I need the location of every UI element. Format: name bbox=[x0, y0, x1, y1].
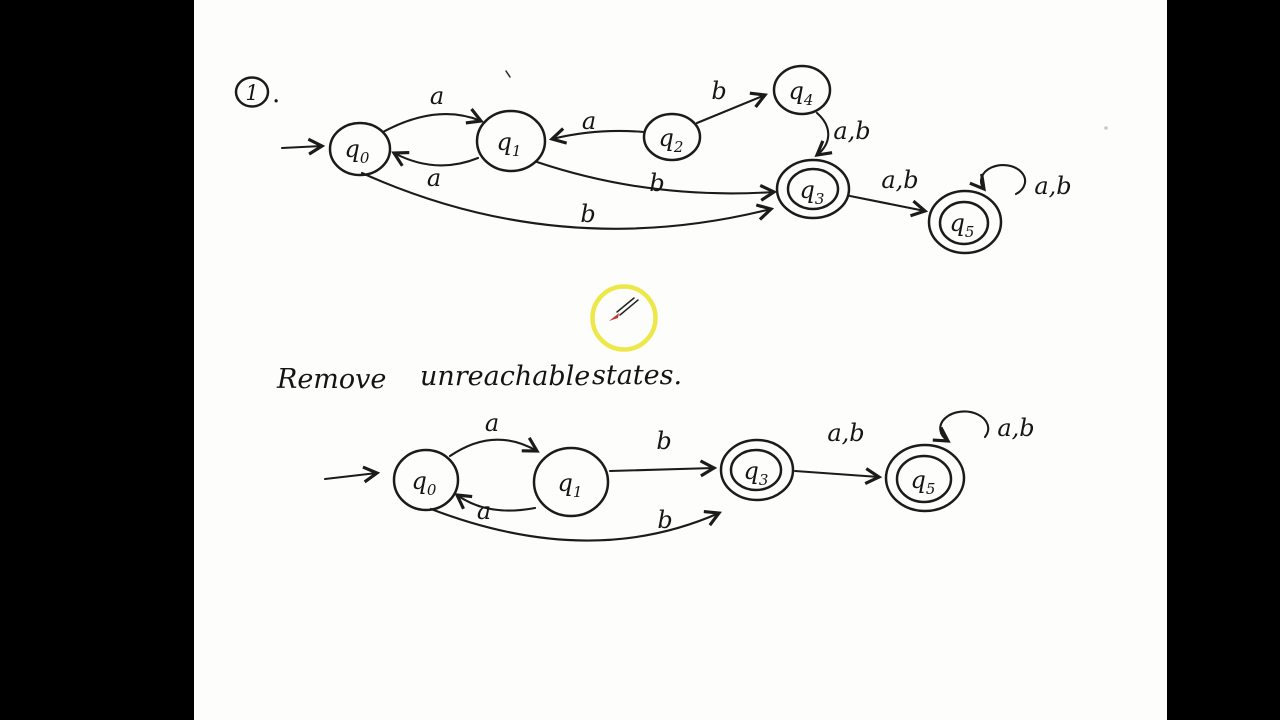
pen-tip bbox=[609, 313, 619, 321]
top-state-q4-circle bbox=[772, 64, 832, 116]
top-state-q5-outer-circle bbox=[927, 189, 1003, 255]
top-automaton-diagram: a a a b a,b b b a,b a,b q0 q1 q2 q4 q3 bbox=[280, 64, 1072, 255]
top-state-q4: q4 bbox=[772, 64, 832, 116]
stray-mark bbox=[505, 70, 511, 78]
top-state-q5-inner-circle bbox=[938, 200, 990, 246]
bottom-state-q3-outer-circle bbox=[719, 438, 795, 502]
top-state-q0-label: q0 bbox=[345, 135, 370, 167]
top-edge-label-q2-q1: a bbox=[582, 107, 596, 135]
top-state-q3-label: q3 bbox=[800, 176, 825, 208]
bottom-state-q0-circle bbox=[392, 448, 460, 512]
bottom-start-arrow bbox=[323, 465, 381, 484]
top-state-q3-inner-circle bbox=[786, 167, 840, 211]
top-state-q5: q5 bbox=[927, 189, 1003, 255]
top-state-q0: q0 bbox=[328, 121, 392, 177]
top-state-q1-label: q1 bbox=[497, 128, 522, 160]
top-state-q3-outer-circle bbox=[775, 158, 851, 220]
top-state-q3: q3 bbox=[775, 158, 851, 220]
bottom-edge-q5-selfloop bbox=[932, 410, 990, 443]
left-black-bar bbox=[0, 0, 194, 720]
heading: Remove unreachable states. bbox=[276, 360, 682, 395]
bottom-edge-q1-q3 bbox=[608, 459, 718, 478]
top-edge-q3-q5 bbox=[848, 194, 929, 218]
top-edge-q2-q1 bbox=[548, 127, 646, 145]
bottom-state-q1: q1 bbox=[532, 446, 610, 518]
top-state-q5-label: q5 bbox=[950, 209, 975, 241]
bottom-edge-q0-q1 bbox=[448, 437, 540, 458]
bottom-state-q5-label: q5 bbox=[911, 466, 936, 498]
top-edge-q0-q1 bbox=[381, 108, 484, 134]
top-edge-label-q1-q3: b bbox=[649, 169, 664, 197]
heading-word-2: unreachable bbox=[420, 361, 590, 392]
bottom-state-q1-label: q1 bbox=[558, 469, 583, 501]
top-edge-q0-q3 bbox=[360, 171, 775, 230]
top-edge-label-q1-q0: a bbox=[427, 164, 441, 192]
top-edge-q1-q3 bbox=[535, 160, 778, 202]
bottom-state-q5: q5 bbox=[884, 443, 966, 513]
top-state-q1: q1 bbox=[475, 109, 547, 173]
bottom-state-q3: q3 bbox=[719, 438, 795, 502]
top-edge-q5-selfloop bbox=[969, 164, 1027, 196]
bottom-edge-label-q3-q5: a,b bbox=[827, 419, 864, 447]
problem-number: 1 bbox=[245, 81, 258, 105]
top-state-q2: q2 bbox=[642, 112, 702, 162]
bottom-state-q0-label: q0 bbox=[412, 467, 437, 499]
right-black-bar bbox=[1167, 0, 1280, 720]
bottom-edge-label-q1-q3: b bbox=[656, 427, 671, 455]
top-edge-q2-q4 bbox=[695, 91, 768, 125]
top-edge-label-q0-q1: a bbox=[430, 82, 444, 110]
top-state-q0-circle bbox=[328, 121, 392, 177]
bottom-state-q0: q0 bbox=[392, 448, 460, 512]
bottom-edge-q0-q3 bbox=[429, 507, 722, 542]
bottom-state-q3-label: q3 bbox=[744, 457, 769, 489]
heading-word-1: Remove bbox=[276, 364, 386, 395]
problem-number-suffix: . bbox=[272, 79, 280, 109]
top-state-q2-label: q2 bbox=[659, 124, 684, 156]
top-edge-q1-q0 bbox=[391, 150, 480, 167]
top-start-arrow bbox=[280, 137, 326, 156]
top-edge-label-q3-q5: a,b bbox=[881, 166, 918, 194]
top-edge-label-q4-q3: a,b bbox=[833, 117, 870, 145]
bottom-state-q5-outer-circle bbox=[884, 443, 966, 513]
problem-number-badge: 1 . bbox=[234, 76, 280, 109]
top-state-q2-circle bbox=[642, 112, 702, 162]
top-state-q1-circle bbox=[475, 109, 547, 173]
bottom-automaton-diagram: a a b b a,b a,b q0 q1 q3 q5 bbox=[323, 409, 1035, 542]
bottom-state-q3-inner-circle bbox=[729, 448, 783, 492]
bottom-edge-label-q0-q3: b bbox=[657, 506, 672, 534]
top-edge-label-q2-q4: b bbox=[711, 77, 726, 105]
bottom-edge-q3-q5 bbox=[793, 467, 883, 485]
bottom-edge-label-q5-selfloop: a,b bbox=[997, 414, 1034, 442]
pen-cursor bbox=[590, 284, 658, 352]
bottom-state-q5-inner-circle bbox=[895, 454, 953, 504]
stray-dot bbox=[1104, 126, 1108, 130]
bottom-edge-label-q0-q1: a bbox=[485, 409, 499, 437]
bottom-edge-q1-q0 bbox=[454, 493, 537, 512]
bottom-state-q1-circle bbox=[532, 446, 610, 518]
pen-icon bbox=[609, 297, 639, 321]
top-state-q4-label: q4 bbox=[789, 77, 814, 109]
cursor-highlight-ring bbox=[590, 284, 658, 352]
problem-number-circle bbox=[234, 76, 270, 108]
top-edge-q4-q3 bbox=[814, 111, 833, 157]
bottom-edge-label-q1-q0: a bbox=[477, 497, 491, 525]
top-edge-label-q5-selfloop: a,b bbox=[1034, 172, 1071, 200]
heading-word-3: states. bbox=[592, 360, 682, 391]
top-edge-label-q0-q3: b bbox=[580, 200, 595, 228]
